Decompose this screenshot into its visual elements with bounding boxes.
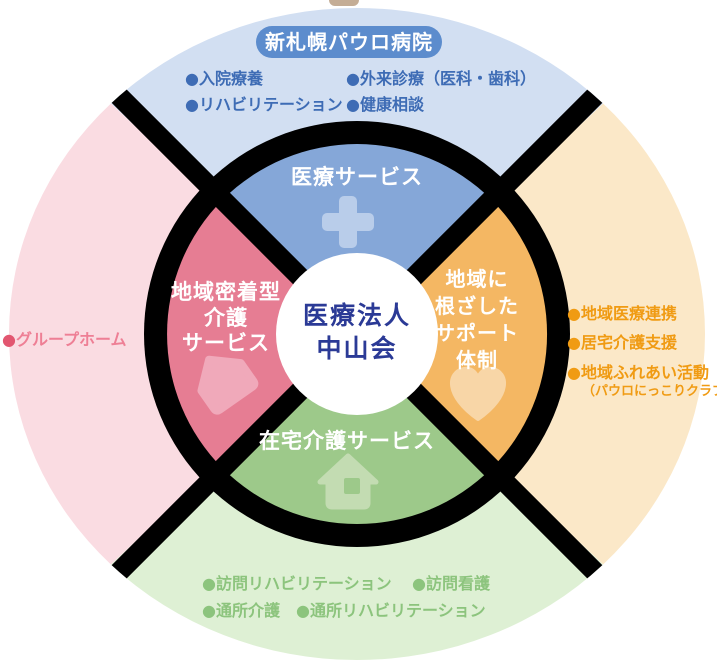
inner-wedge-home-care (222, 334, 492, 525)
home-care-item-visit-nurse: ●訪問看護 (412, 574, 490, 593)
medical-item-consult: ●健康相談 (346, 95, 424, 114)
community-care-title-line3: サービス (182, 331, 270, 355)
medical-wedge-title: 医療サービス (291, 165, 423, 189)
group-home-label: グループホーム (15, 330, 127, 349)
support-item-fureai: ●地域ふれあい活動 (567, 363, 709, 382)
support-title-line2: 根ざした (435, 294, 519, 318)
home-care-item-day-rehab: ●通所リハビリテーション (296, 601, 486, 620)
support-item-renkei: ●地域医療連携 (567, 304, 677, 323)
hospital-badge: 新札幌パウロ病院 (256, 26, 442, 58)
medical-item-inpatient: ●入院療養 (185, 69, 263, 88)
cross-icon (322, 196, 374, 248)
home-care-item-visit-rehab: ●訪問リハビリテーション (202, 574, 392, 593)
top-edge-fragment (329, 0, 359, 6)
medical-item-rehab: ●リハビリテーション (185, 95, 343, 114)
home-care-wedge-title: 在宅介護サービス (259, 429, 435, 453)
home-care-item-day-care: ●通所介護 (202, 601, 280, 620)
house-icon (197, 355, 259, 415)
community-care-item-group-home: ●グループホーム (2, 326, 127, 350)
community-care-title-line2: 介護 (204, 306, 248, 330)
support-title-line1: 地域に (445, 267, 509, 291)
medical-item-outpatient: ●外来診療（医科・歯科） (346, 69, 536, 88)
bullet-dot: ● (2, 330, 16, 349)
heart-icon (450, 366, 506, 421)
community-care-title-line1: 地域密着型 (171, 280, 281, 304)
center-label-line1: 医療法人 (302, 301, 411, 330)
center-label-line2: 中山会 (316, 334, 398, 363)
inner-wedge-medical (222, 144, 492, 334)
support-title-line3: サポート (435, 321, 519, 345)
center-disk (276, 253, 438, 415)
home-icon (317, 453, 379, 510)
support-item-fureai-sub: （パウロにっこりクラブ） (582, 384, 717, 399)
support-title-line4: 体制 (456, 348, 498, 372)
support-item-kyotaku: ●居宅介護支援 (567, 333, 677, 352)
